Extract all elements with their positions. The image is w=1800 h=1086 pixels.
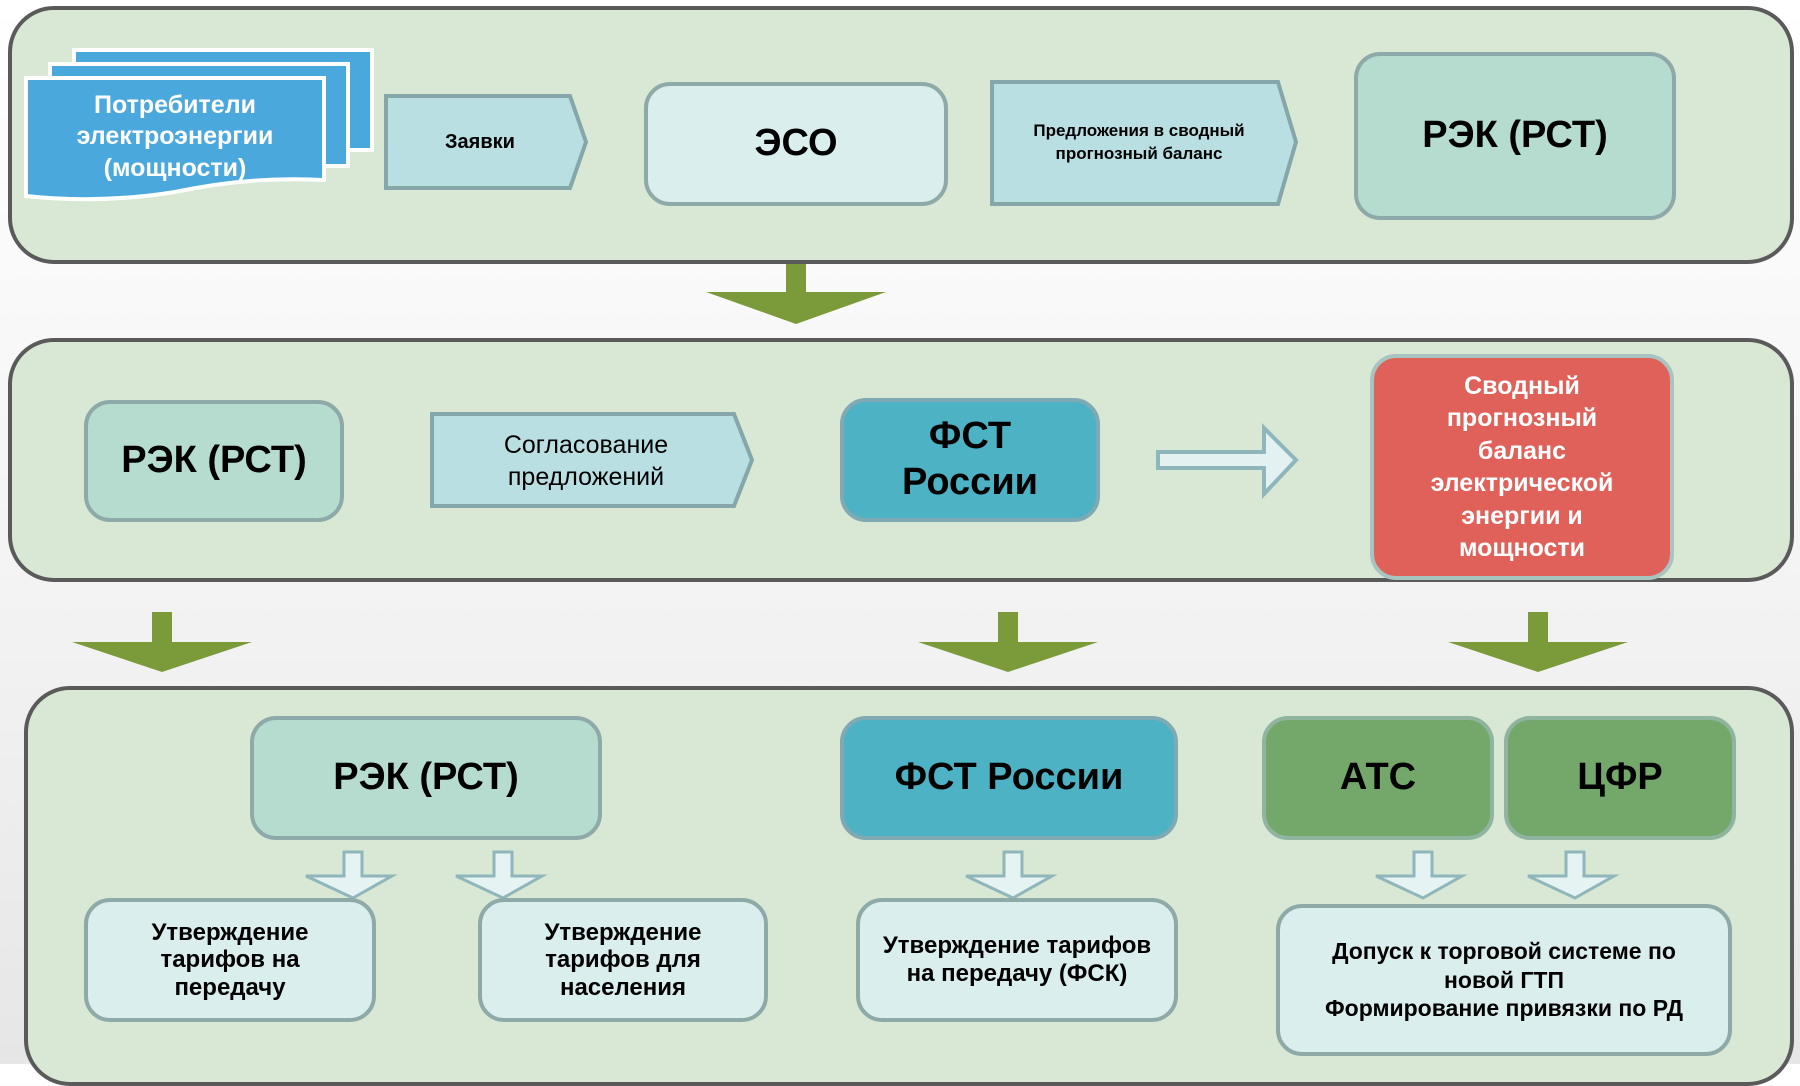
trading-access-label: Допуск к торговой системе по новой ГТП — [1332, 937, 1676, 993]
outline-right-arrow — [1156, 423, 1299, 500]
consumers-document-stack — [24, 48, 374, 202]
balance-box: Сводный прогнозный баланс электрической … — [1370, 354, 1674, 580]
tariff-transfer-box: Утверждение тарифов на передачу — [84, 898, 376, 1022]
requests-chevron — [384, 94, 589, 190]
proposals-label: Предложения в сводный прогнозный баланс — [1033, 121, 1245, 163]
proposals-chevron — [990, 80, 1299, 206]
green-down-arrow-4 — [1448, 612, 1628, 672]
fst-box-middle: ФСТ России — [840, 398, 1100, 522]
rek-box-top: РЭК (РСТ) — [1354, 52, 1676, 220]
consumers-label: Потребители электроэнергии (мощности) — [76, 91, 274, 182]
fst-box-bottom: ФСТ России — [840, 716, 1178, 840]
requests-label: Заявки — [445, 130, 515, 153]
diagram-shapes — [24, 48, 1628, 900]
rek-box-bottom: РЭК (РСТ) — [250, 716, 602, 840]
green-down-arrow-1 — [706, 264, 886, 324]
tariff-fsk-box: Утверждение тарифов на передачу (ФСК) — [856, 898, 1178, 1022]
agreement-chevron — [430, 412, 755, 508]
rd-binding-label: Формирование привязки по РД — [1325, 995, 1683, 1022]
cfr-box: ЦФР — [1504, 716, 1736, 840]
trading-access-box: Допуск к торговой системе по новой ГТП Ф… — [1276, 904, 1732, 1056]
green-down-arrow-2 — [72, 612, 252, 672]
eso-box: ЭСО — [644, 82, 948, 206]
outline-down-arrows — [305, 850, 1620, 900]
tariff-population-box: Утверждение тарифов для населения — [478, 898, 768, 1022]
rek-box-middle: РЭК (РСТ) — [84, 400, 344, 522]
agreement-label: Согласование предложений — [503, 430, 669, 492]
ats-box: АТС — [1262, 716, 1494, 840]
green-down-arrow-3 — [918, 612, 1098, 672]
